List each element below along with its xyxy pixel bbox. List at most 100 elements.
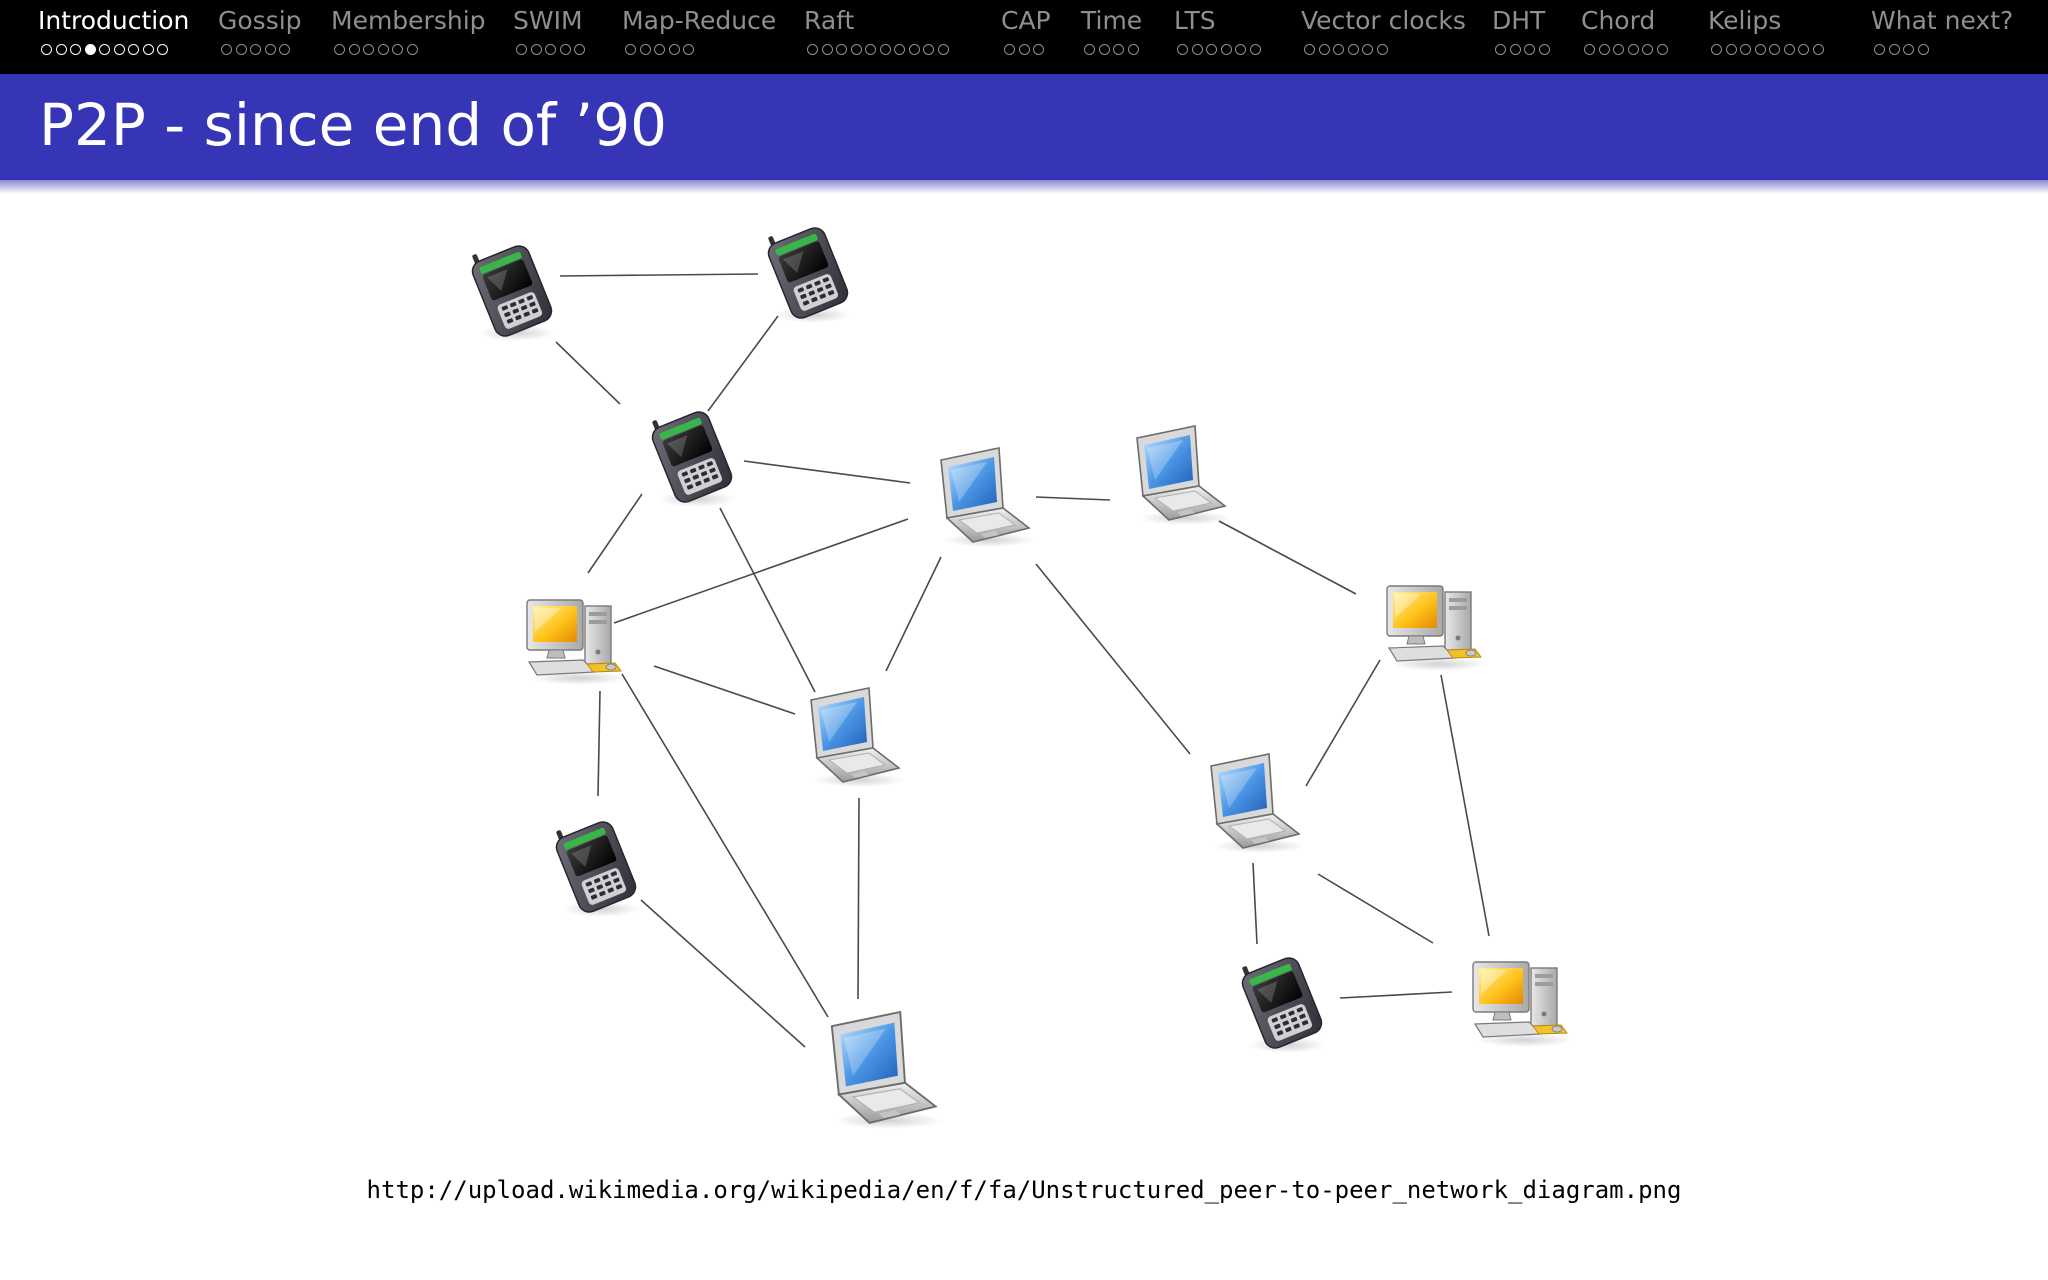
nav-dot[interactable]	[625, 44, 636, 55]
nav-dot[interactable]	[516, 44, 527, 55]
phone-node-2	[761, 216, 852, 324]
nav-dot[interactable]	[937, 44, 949, 55]
nav-dot[interactable]	[1917, 44, 1929, 55]
nav-dot[interactable]	[683, 44, 694, 55]
nav-dot[interactable]	[923, 44, 934, 55]
nav-dot[interactable]	[1613, 44, 1624, 55]
nav-dot[interactable]	[1362, 44, 1373, 55]
nav-dot[interactable]	[821, 44, 833, 55]
nav-dot[interactable]	[1903, 44, 1914, 55]
link-n10-n13	[1317, 873, 1434, 944]
nav-dot[interactable]	[879, 44, 891, 55]
nav-dot[interactable]	[1304, 44, 1315, 55]
nav-dot[interactable]	[1084, 44, 1095, 55]
nav-dot[interactable]	[279, 44, 290, 55]
nav-dot[interactable]	[1783, 44, 1795, 55]
nav-dot[interactable]	[113, 44, 125, 55]
nav-dot[interactable]	[894, 44, 905, 55]
nav-dot[interactable]	[1495, 44, 1506, 55]
nav-dot[interactable]	[264, 44, 276, 55]
nav-dot[interactable]	[1524, 44, 1535, 55]
nav-dot[interactable]	[836, 44, 847, 55]
nav-dot[interactable]	[377, 44, 389, 55]
link-n3-n4	[743, 460, 911, 484]
nav-dot[interactable]	[654, 44, 665, 55]
page-title: P2P - since end of ’90	[39, 91, 668, 159]
nav-dot[interactable]	[1642, 44, 1653, 55]
nav-dot[interactable]	[1874, 44, 1885, 55]
nav-section-label: What next?	[1871, 6, 2014, 35]
nav-dot[interactable]	[1812, 44, 1824, 55]
nav-dot[interactable]	[55, 44, 67, 55]
nav-section-label: Membership	[331, 6, 486, 35]
nav-dot[interactable]	[807, 44, 818, 55]
nav-dot[interactable]	[1627, 44, 1639, 55]
nav-dot[interactable]	[545, 44, 556, 55]
nav-dot[interactable]	[1347, 44, 1359, 55]
nav-dot[interactable]	[157, 44, 168, 55]
nav-dot[interactable]	[363, 44, 374, 55]
nav-dot[interactable]	[334, 44, 345, 55]
nav-section-label: Vector clocks	[1301, 6, 1466, 35]
nav-dot[interactable]	[1113, 44, 1124, 55]
nav-dot[interactable]	[348, 44, 360, 55]
nav-dot[interactable]	[530, 44, 542, 55]
link-n4-n10	[1035, 563, 1191, 755]
link-n8-n10	[1305, 659, 1381, 787]
nav-dot[interactable]	[221, 44, 232, 55]
nav-dot[interactable]	[1191, 44, 1203, 55]
nav-section-label: Gossip	[218, 6, 302, 35]
nav-dot[interactable]	[1018, 44, 1030, 55]
nav-dot-current[interactable]	[84, 44, 96, 55]
nav-dot[interactable]	[574, 44, 585, 55]
nav-dot[interactable]	[99, 44, 110, 55]
nav-dot[interactable]	[850, 44, 862, 55]
nav-dot[interactable]	[1127, 44, 1139, 55]
nav-dot[interactable]	[1333, 44, 1344, 55]
nav-dot[interactable]	[559, 44, 571, 55]
nav-dot[interactable]	[1098, 44, 1110, 55]
nav-slide-dots	[1304, 44, 1391, 60]
nav-dot[interactable]	[1740, 44, 1751, 55]
nav-dot[interactable]	[1177, 44, 1188, 55]
nav-dot[interactable]	[41, 44, 52, 55]
image-source-url: http://upload.wikimedia.org/wikipedia/en…	[366, 1176, 1682, 1204]
nav-dot[interactable]	[1711, 44, 1722, 55]
nav-dot[interactable]	[1798, 44, 1809, 55]
link-n12-n13	[1339, 991, 1453, 999]
nav-dot[interactable]	[1769, 44, 1780, 55]
nav-dot[interactable]	[1206, 44, 1217, 55]
nav-dot[interactable]	[1235, 44, 1246, 55]
nav-dot[interactable]	[1220, 44, 1232, 55]
nav-dot[interactable]	[1376, 44, 1388, 55]
nav-dot[interactable]	[668, 44, 680, 55]
nav-dot[interactable]	[865, 44, 876, 55]
phone-node-9	[549, 810, 640, 918]
nav-dot[interactable]	[406, 44, 418, 55]
link-n4-n5	[1035, 496, 1111, 501]
nav-dot[interactable]	[1598, 44, 1610, 55]
nav-dot[interactable]	[1584, 44, 1595, 55]
nav-dot[interactable]	[128, 44, 139, 55]
nav-dot[interactable]	[1754, 44, 1766, 55]
nav-dot[interactable]	[1888, 44, 1900, 55]
nav-dot[interactable]	[639, 44, 651, 55]
nav-dot[interactable]	[1249, 44, 1261, 55]
laptop-node-10	[1210, 753, 1306, 854]
nav-dot[interactable]	[1656, 44, 1668, 55]
nav-dot[interactable]	[142, 44, 154, 55]
nav-dot[interactable]	[70, 44, 81, 55]
nav-dot[interactable]	[1725, 44, 1737, 55]
nav-dot[interactable]	[250, 44, 261, 55]
nav-dot[interactable]	[1538, 44, 1550, 55]
nav-dot[interactable]	[1033, 44, 1044, 55]
nav-slide-dots	[1084, 44, 1142, 60]
nav-dot[interactable]	[392, 44, 403, 55]
nav-dot[interactable]	[1004, 44, 1015, 55]
nav-dot[interactable]	[235, 44, 247, 55]
nav-dot[interactable]	[1318, 44, 1330, 55]
nav-dot[interactable]	[1509, 44, 1521, 55]
link-n1-n2	[559, 273, 759, 277]
nav-dot[interactable]	[908, 44, 920, 55]
link-n5-n8	[1218, 520, 1357, 595]
